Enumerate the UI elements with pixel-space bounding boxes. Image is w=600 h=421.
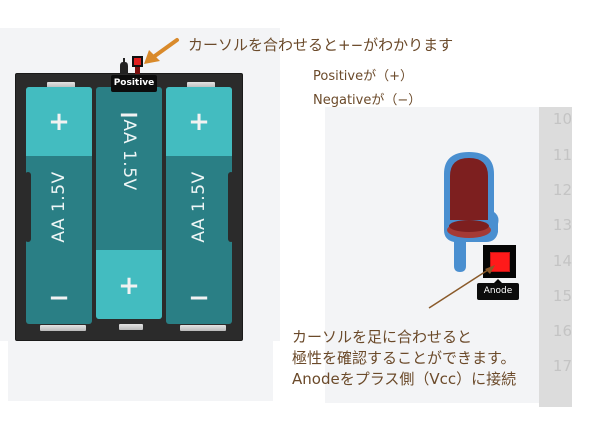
ruler-number: 16 (552, 322, 572, 340)
minus-icon: − (118, 100, 140, 130)
polarity-explanation: カーソルを足に合わせると 極性を確認することができます。 Anodeをプラス側（… (292, 327, 516, 390)
battery-canvas-lower (8, 341, 273, 401)
positive-tooltip: Positive (111, 75, 157, 92)
positive-note: Positiveが（+） (313, 69, 414, 84)
battery-positive-cap (166, 87, 232, 156)
negative-lead-icon[interactable] (120, 58, 128, 74)
anode-pin-icon[interactable] (490, 252, 510, 272)
ruler-number: 10 (552, 110, 572, 128)
battery-cell-1[interactable]: + AA 1.5V − (26, 87, 92, 324)
led-component[interactable] (440, 150, 540, 280)
battery-terminal (47, 82, 75, 88)
plus-icon: + (188, 107, 210, 137)
positive-pin-icon[interactable] (134, 58, 141, 65)
battery-terminal (40, 325, 86, 331)
hover-hint-caption: カーソルを合わせると+−がわかります (188, 36, 454, 54)
tooltip-pointer (494, 279, 502, 283)
holder-notch (228, 172, 234, 242)
caption-line: 極性を確認することができます。 (292, 349, 516, 367)
battery-terminal (119, 324, 143, 330)
pointer-arrow-icon (428, 265, 495, 309)
pointer-arrow-icon (144, 38, 179, 64)
ruler-number: 14 (552, 252, 572, 270)
battery-lead-pins[interactable] (114, 54, 144, 78)
ruler-number: 17 (552, 357, 572, 375)
battery-holder[interactable]: + AA 1.5V − − AA 1.5V + + AA 1.5V − (15, 73, 243, 341)
battery-label: AA 1.5V (189, 171, 209, 243)
ruler-number: 13 (552, 216, 572, 234)
led-body (450, 158, 488, 220)
holder-notch (25, 172, 31, 242)
caption-line: カーソルを足に合わせると (292, 328, 473, 346)
battery-positive-cap (96, 250, 162, 319)
minus-icon: − (188, 283, 210, 313)
negative-note: Negativeが（−） (313, 93, 422, 108)
plus-icon: + (118, 271, 140, 301)
battery-cell-3[interactable]: + AA 1.5V − (166, 87, 232, 324)
ruler-number: 12 (552, 181, 572, 199)
ruler-number: 15 (552, 287, 572, 305)
ruler-number: 11 (552, 146, 572, 164)
minus-icon: − (48, 283, 70, 313)
battery-label: AA 1.5V (49, 171, 69, 243)
battery-positive-cap (26, 87, 92, 156)
caption-line: Anodeをプラス側（Vcc）に接続 (292, 370, 517, 388)
battery-terminal (180, 325, 226, 331)
anode-tooltip: Anode (477, 283, 519, 300)
battery-terminal (187, 82, 215, 88)
battery-label: AA 1.5V (119, 119, 139, 191)
battery-cell-2[interactable]: − AA 1.5V + (96, 87, 162, 319)
plus-icon: + (48, 107, 70, 137)
breadboard-row-ruler: 10 11 12 13 14 15 16 17 (539, 107, 572, 407)
